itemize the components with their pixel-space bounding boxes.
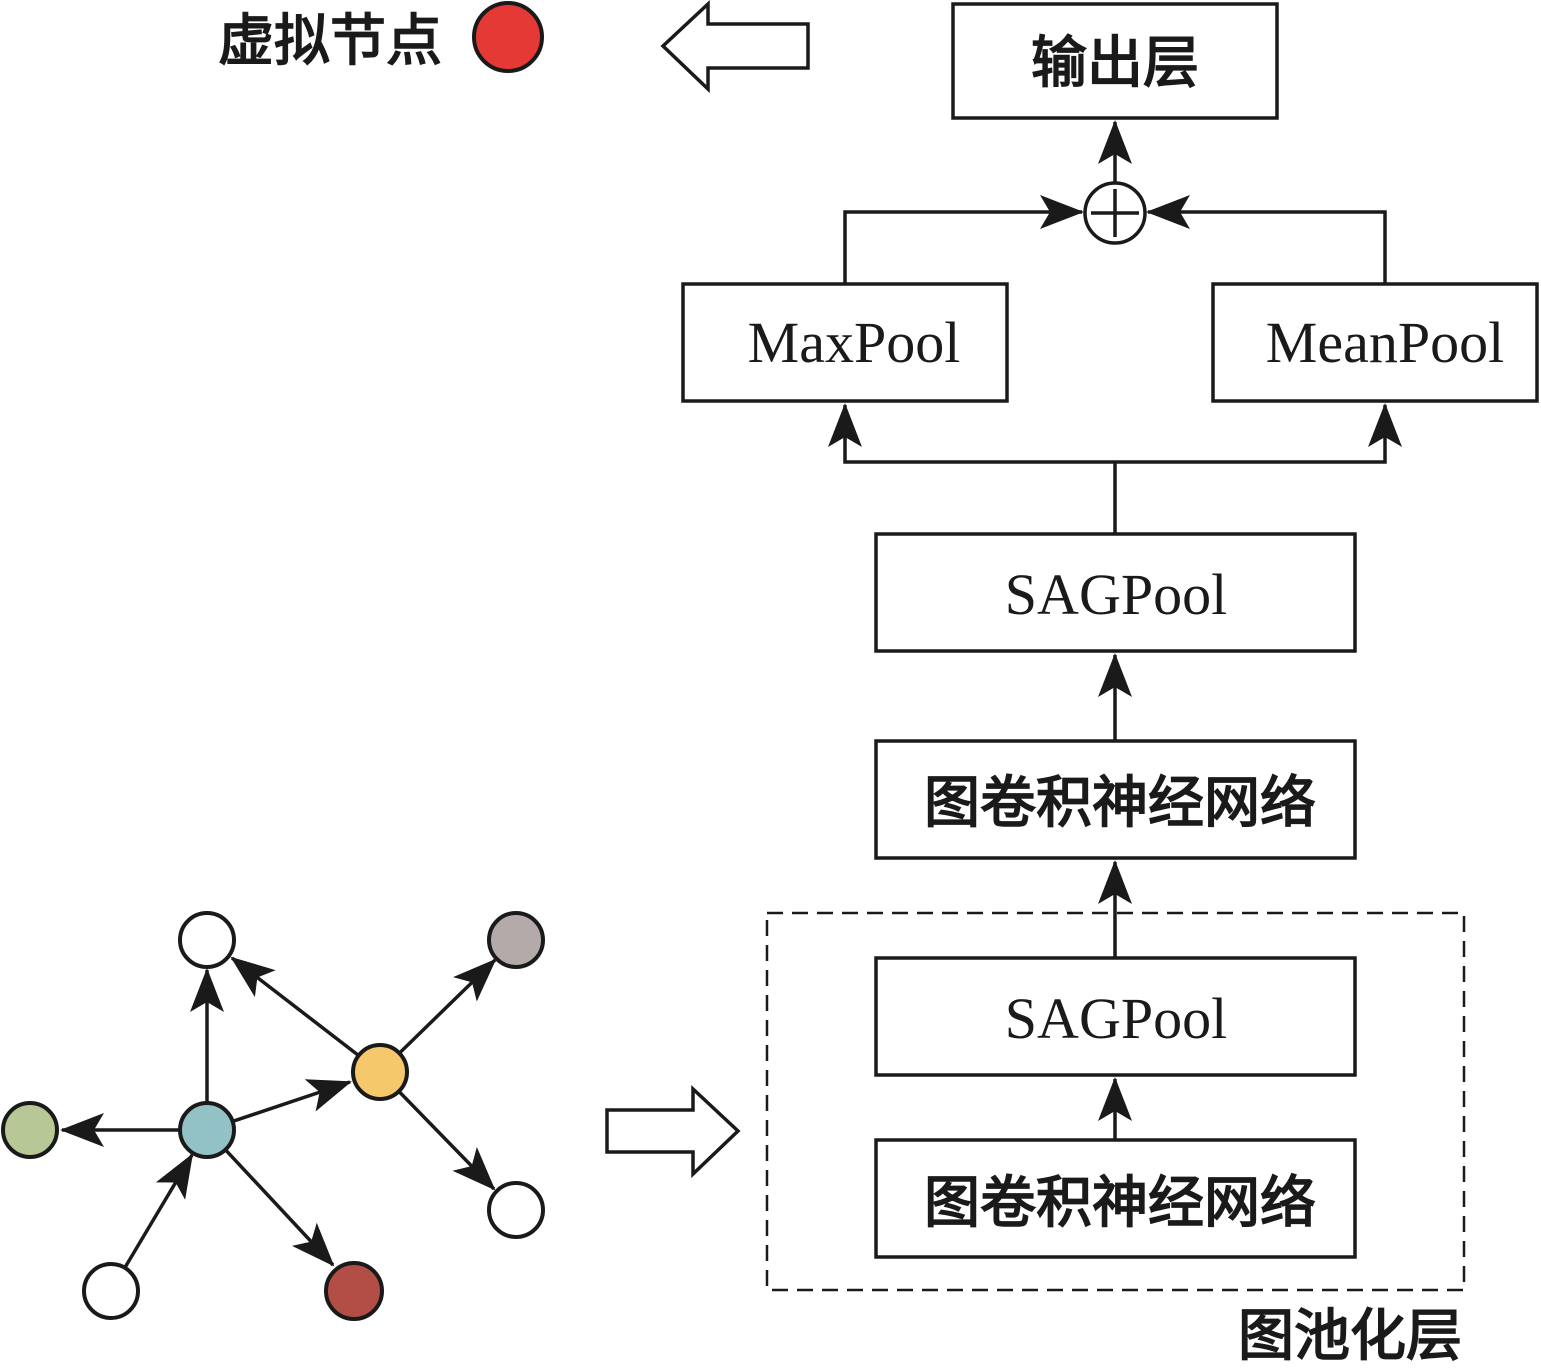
gcn-inner-label: 图卷积神经网络 (924, 1171, 1316, 1236)
gcn-top-label: 图卷积神经网络 (924, 771, 1316, 836)
graph-edge (230, 956, 382, 1074)
graph-pooling-group-label: 图池化层 (1238, 1304, 1462, 1369)
gcn-inner-block: 图卷积神经网络 (874, 1138, 1357, 1259)
graph-edge (205, 1128, 335, 1267)
graph-node-bottom-left (82, 1262, 140, 1320)
edge-split-to-meanpool (1115, 403, 1402, 464)
output-layer-label: 输出层 (1031, 31, 1199, 96)
edge-meanpool-to-aggregator (1146, 195, 1387, 283)
graph-node-left (1, 1101, 59, 1159)
edge-split-to-maxpool (828, 403, 1115, 464)
graph-node-top (178, 911, 236, 969)
sag-pool-top-block: SAGPool (874, 532, 1357, 653)
input-pointer-arrow (605, 1084, 741, 1179)
sag-pool-inner-label: SAGPool (1005, 986, 1227, 1051)
mean-pool-block: MeanPool (1211, 282, 1539, 403)
legend: 虚拟节点 (218, 1, 544, 74)
max-pool-label: MaxPool (748, 310, 961, 375)
graph-node-center (178, 1101, 236, 1159)
graph-node-hub (351, 1043, 409, 1101)
sag-pool-inner-block: SAGPool (874, 956, 1357, 1077)
input-graph (1, 911, 545, 1321)
virtual-node-marker (472, 1, 544, 73)
edge-maxpool-to-aggregator (843, 195, 1084, 283)
legend-label: 虚拟节点 (218, 9, 442, 74)
mean-pool-label: MeanPool (1266, 310, 1504, 375)
graph-pooling-group (765, 911, 1466, 1292)
legend-pointer-arrow (660, 0, 810, 94)
aggregator-sum: + (1083, 181, 1147, 245)
graph-node-top-right (487, 911, 545, 969)
sag-pool-top-label: SAGPool (1005, 562, 1227, 627)
max-pool-block: MaxPool (681, 282, 1009, 403)
graph-node-bottom (324, 1261, 384, 1321)
graph-node-bottom-right (487, 1181, 545, 1239)
output-layer-block: 输出层 (951, 2, 1279, 120)
gcn-top-block: 图卷积神经网络 (874, 739, 1357, 860)
